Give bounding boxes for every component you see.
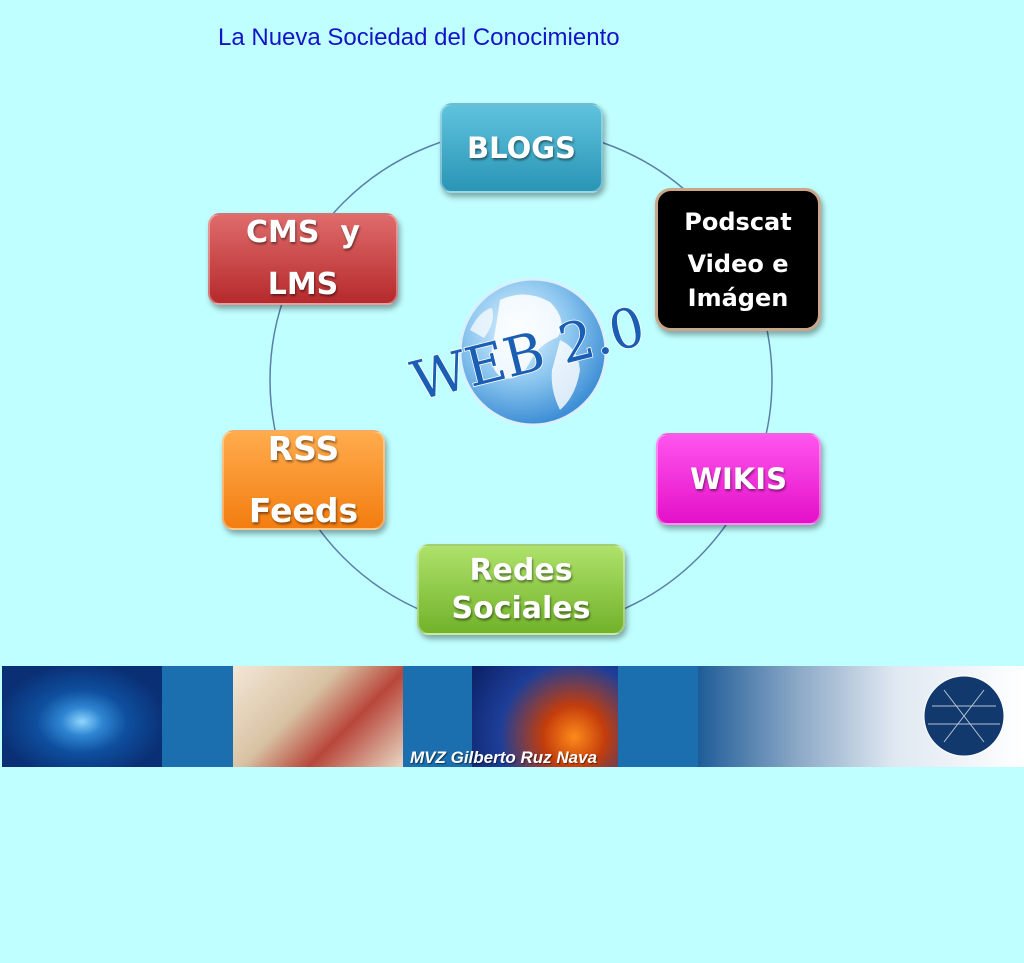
node-redes-sociales: Redes Sociales — [417, 544, 625, 635]
web-browser-image — [472, 666, 618, 767]
node-podcast-line3: Imágen — [687, 283, 789, 312]
author-credit: MVZ Gilberto Ruz Nava — [410, 748, 598, 767]
node-rss-line2: Feeds — [248, 491, 359, 530]
node-rss-line1: RSS — [267, 429, 340, 468]
node-podcast-line2: Video e — [687, 249, 789, 278]
node-blogs-label: BLOGS — [467, 131, 576, 165]
node-wikis-label: WIKIS — [690, 462, 787, 496]
node-rss-feeds: RSS Feeds — [222, 429, 385, 530]
globe-icon — [458, 277, 608, 427]
node-blogs: BLOGS — [440, 103, 603, 193]
node-wikis: WIKIS — [656, 433, 821, 525]
math-globe-icon — [923, 675, 1005, 757]
node-podcast: Podscat Video e Imágen — [655, 188, 821, 331]
web20-diagram: WEB 2.0 — [269, 128, 773, 632]
node-redes-line2: Sociales — [451, 590, 591, 626]
node-cms-lms: CMS y LMS — [208, 213, 398, 305]
clock-documents-image — [233, 666, 403, 767]
page-title: La Nueva Sociedad del Conocimiento — [218, 24, 620, 51]
water-ripple-image — [2, 666, 162, 767]
node-redes-line1: Redes — [469, 552, 573, 588]
node-podcast-line1: Podscat — [684, 207, 792, 236]
node-cms-line2: LMS — [267, 267, 339, 302]
footer-image-band — [2, 666, 1024, 767]
node-cms-line1: CMS y — [246, 215, 360, 250]
